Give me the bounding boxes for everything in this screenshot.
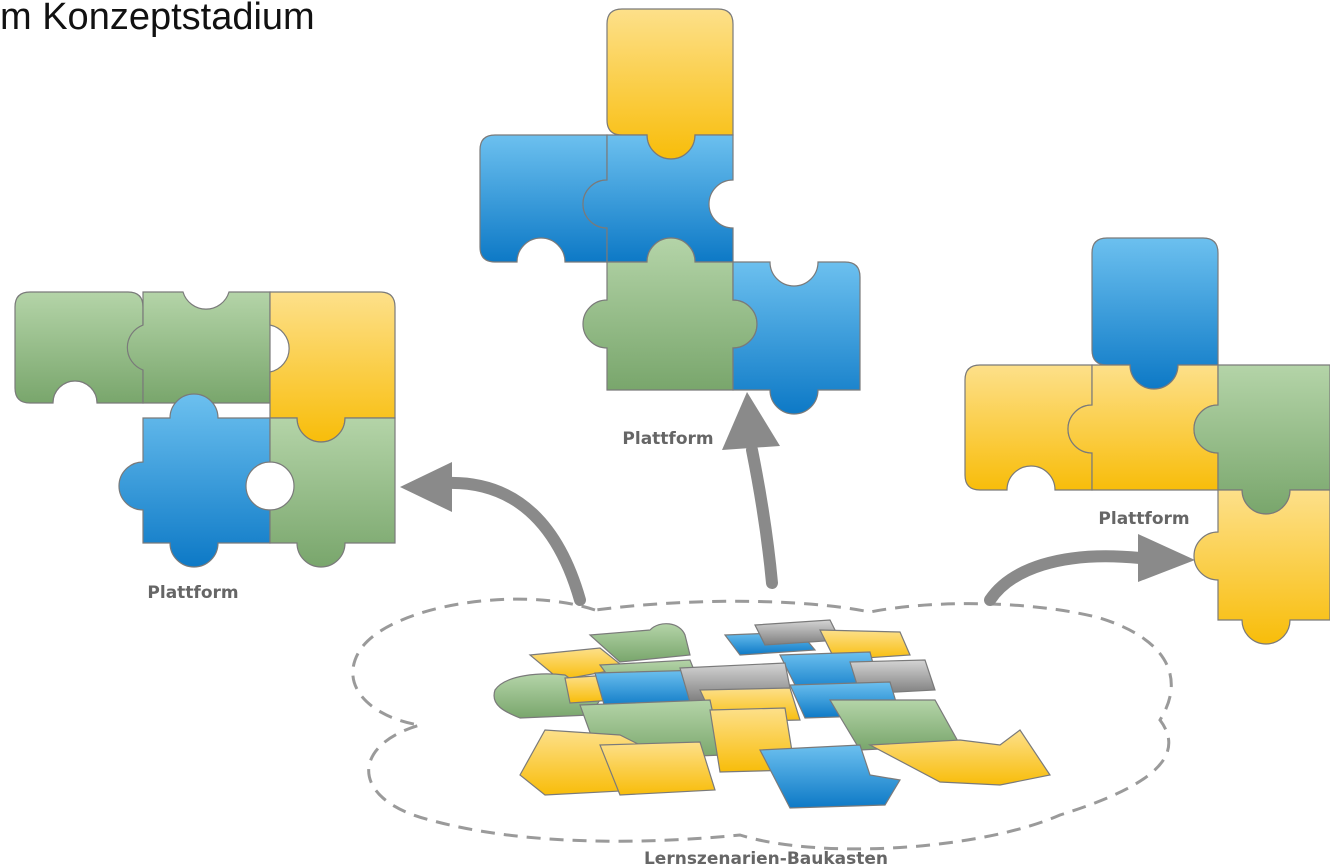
platform-top-pieces: [479, 8, 861, 415]
toolkit-pieces: [493, 619, 1051, 809]
puzzle-piece-icon: [126, 291, 271, 404]
puzzle-piece-icon: [269, 417, 396, 568]
page-heading: m Konzeptstadium: [0, 0, 315, 38]
puzzle-piece-icon: [14, 291, 144, 404]
puzzle-piece-icon: [599, 741, 716, 796]
platform-top-label: Plattform: [622, 429, 713, 449]
toolkit-cloud-outline: [351, 597, 1173, 851]
curved-arrow-icon: [984, 550, 1146, 606]
arrow-head: [1138, 534, 1195, 582]
curved-arrow-icon: [439, 476, 586, 606]
puzzle-piece-icon: [118, 393, 271, 568]
platform-right-label: Plattform: [1098, 509, 1189, 529]
arrow-head: [722, 392, 780, 450]
puzzle-piece-icon: [732, 261, 861, 415]
curved-arrow-icon: [746, 444, 778, 589]
arrows: [400, 392, 1195, 606]
puzzle-piece-icon: [588, 623, 691, 663]
puzzle-piece-icon: [759, 744, 901, 809]
puzzle-piece-icon: [867, 729, 1051, 786]
platform-left-pieces: [14, 291, 396, 568]
arrow-head: [400, 462, 452, 512]
puzzle-piece-icon: [1193, 489, 1330, 645]
platform-right-pieces: [964, 237, 1330, 645]
platform-left-label: Plattform: [147, 583, 238, 603]
toolkit-label: Lernszenarien-Baukasten: [644, 849, 888, 868]
